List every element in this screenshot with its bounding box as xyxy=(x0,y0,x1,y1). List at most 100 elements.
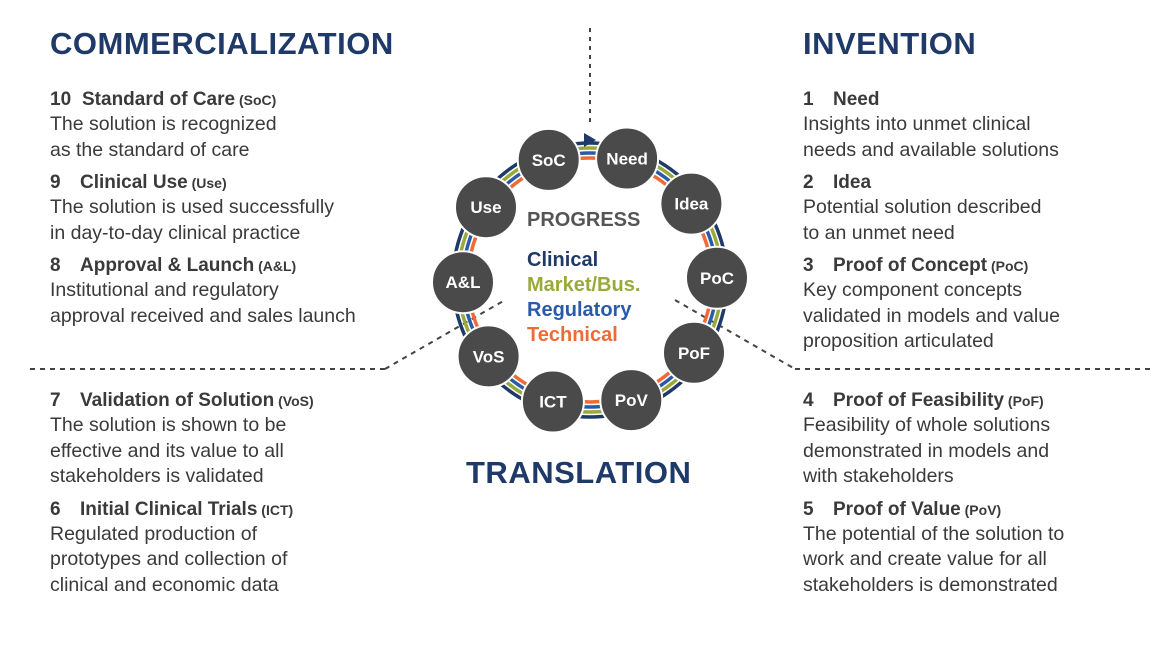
stage-title: Approval & Launch xyxy=(80,255,255,276)
stage-description-line: to an unmet need xyxy=(803,221,955,244)
stage-number: 5 xyxy=(803,498,814,520)
stage-abbreviation: (Use) xyxy=(187,175,227,191)
translation-title: TRANSLATION xyxy=(466,455,692,490)
stage-number: 1 xyxy=(803,89,814,110)
stage-node-circle xyxy=(595,126,660,191)
stage-node: PoV xyxy=(599,368,664,433)
stage-node-circle xyxy=(662,320,726,385)
stage-title: Proof of Feasibility xyxy=(833,390,1005,411)
stage-node: ICT xyxy=(520,369,585,434)
stage-number: 4 xyxy=(803,390,814,411)
stage-description-line: demonstrated in models and xyxy=(803,439,1050,462)
stage-node: Use xyxy=(454,175,518,240)
stage-description-line: The solution is recognized xyxy=(50,113,277,135)
stage-description-line: Institutional and regulatory xyxy=(50,279,279,301)
stage-node: Idea xyxy=(659,171,724,236)
track-label: Clinical xyxy=(527,249,598,271)
stage-node-circle xyxy=(520,369,585,434)
stage-node-label: VoS xyxy=(473,347,505,366)
stage-abbreviation: (SoC) xyxy=(235,92,277,108)
stage-heading: 8 Approval & Launch (A&L) xyxy=(50,254,430,278)
stage-title: Initial Clinical Trials xyxy=(80,498,258,520)
stage-node-label: Idea xyxy=(674,195,709,214)
stage-description-line: validated in models and value xyxy=(803,304,1060,327)
stage-number: 6 xyxy=(50,498,61,520)
stage-number: 7 xyxy=(50,390,61,411)
stage-number: 2 xyxy=(803,172,814,193)
stage-node: PoF xyxy=(662,320,726,385)
stage-description-line: approval received and sales launch xyxy=(50,304,356,327)
stage-description-line: proposition articulated xyxy=(803,330,994,352)
stage-description-line: needs and available solutions xyxy=(803,138,1059,161)
stage-node-circle xyxy=(599,368,664,433)
stage-node-label: ICT xyxy=(539,393,567,412)
stage-node-circle xyxy=(431,250,495,315)
stage-heading: 6 Initial Clinical Trials (ICT) xyxy=(50,498,430,522)
stage-description-line: stakeholders is demonstrated xyxy=(803,573,1058,596)
stage-abbreviation: (ICT) xyxy=(257,501,294,518)
stage-number: 9 xyxy=(50,172,61,193)
stage-heading: 5 Proof of Value (PoV) xyxy=(803,498,1153,522)
stage-title: Standard of Care xyxy=(82,89,236,110)
stage-abbreviation: (A&L) xyxy=(254,258,297,274)
stage-description-line: with stakeholders xyxy=(803,465,954,487)
stage-node-label: SoC xyxy=(532,151,566,170)
divider-left-diagonal xyxy=(384,299,506,370)
stage-node-circle xyxy=(456,324,521,389)
track-label: Technical xyxy=(527,324,618,346)
stage-node: PoC xyxy=(685,245,749,310)
divider-right-diagonal xyxy=(674,299,796,370)
stage-node: VoS xyxy=(456,324,521,389)
stage-description-line: Key component concepts xyxy=(803,279,1022,301)
stage-heading: 3 Proof of Concept (PoC) xyxy=(803,254,1153,278)
stage-description-line: The solution is used successfully xyxy=(50,196,334,218)
stage-description-line: as the standard of care xyxy=(50,138,250,161)
stage-abbreviation: (PoV) xyxy=(960,501,1002,518)
stage-item: 8 Approval & Launch (A&L) Institutional an… xyxy=(50,254,430,329)
stage-number: 8 xyxy=(50,255,61,276)
invention-title: INVENTION xyxy=(803,26,977,61)
stage-item: 9 Clinical Use (Use) The solution is used … xyxy=(50,171,430,246)
stage-node-label: PoF xyxy=(678,344,710,363)
stage-node-label: PoC xyxy=(700,269,734,288)
stage-node-circle xyxy=(454,175,518,240)
commercialization-title: COMMERCIALIZATION xyxy=(50,26,394,61)
stage-node-label: Need xyxy=(606,150,648,169)
stage-title: Proof of Concept xyxy=(833,255,988,276)
stage-abbreviation: (PoC) xyxy=(987,258,1029,274)
stage-heading: 4 Proof of Feasibility (PoF) xyxy=(803,389,1153,413)
stage-number: 3 xyxy=(803,255,814,276)
stage-node-label: A&L xyxy=(446,273,481,292)
stage-node-circle xyxy=(516,127,581,192)
track-label: Regulatory xyxy=(527,299,632,321)
stage-heading: 9 Clinical Use (Use) xyxy=(50,171,430,195)
stage-description-line: prototypes and collection of xyxy=(50,548,288,570)
stage-node-label: Use xyxy=(470,198,501,217)
stage-description-line: clinical and economic data xyxy=(50,573,279,596)
stage-description-line: The potential of the solution to xyxy=(803,522,1065,545)
stage-description-line: stakeholders is validated xyxy=(50,465,264,487)
stage-node-circle xyxy=(685,245,749,310)
stage-description-line: work and create value for all xyxy=(803,548,1047,570)
stage-title: Proof of Value xyxy=(833,498,961,520)
stage-title: Clinical Use xyxy=(80,172,188,193)
stage-description-line: Insights into unmet clinical xyxy=(803,113,1031,135)
stage-item: 3 Proof of Concept (PoC) Key component con… xyxy=(803,254,1153,355)
progress-label: PROGRESS xyxy=(527,209,640,231)
track-label: Market/Bus. xyxy=(527,274,640,296)
stage-description-line: in day-to-day clinical practice xyxy=(50,221,301,244)
stage-abbreviation: (PoF) xyxy=(1004,393,1044,409)
